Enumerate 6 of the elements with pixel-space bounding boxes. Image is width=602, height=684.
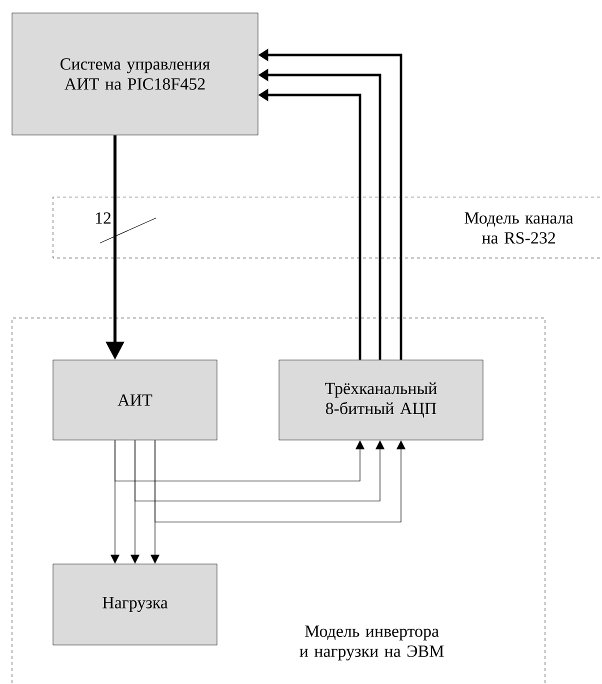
edge-label: 12 xyxy=(96,212,111,224)
block-box: АИТ xyxy=(52,360,218,440)
block-box: Трёхканальный 8-битный АЦП xyxy=(278,360,484,440)
region-label: Модель канала на RS-232 xyxy=(464,212,574,244)
block-box: Нагрузка xyxy=(52,564,218,646)
block-box: Система управления АИТ на PIC18F452 xyxy=(12,12,258,136)
